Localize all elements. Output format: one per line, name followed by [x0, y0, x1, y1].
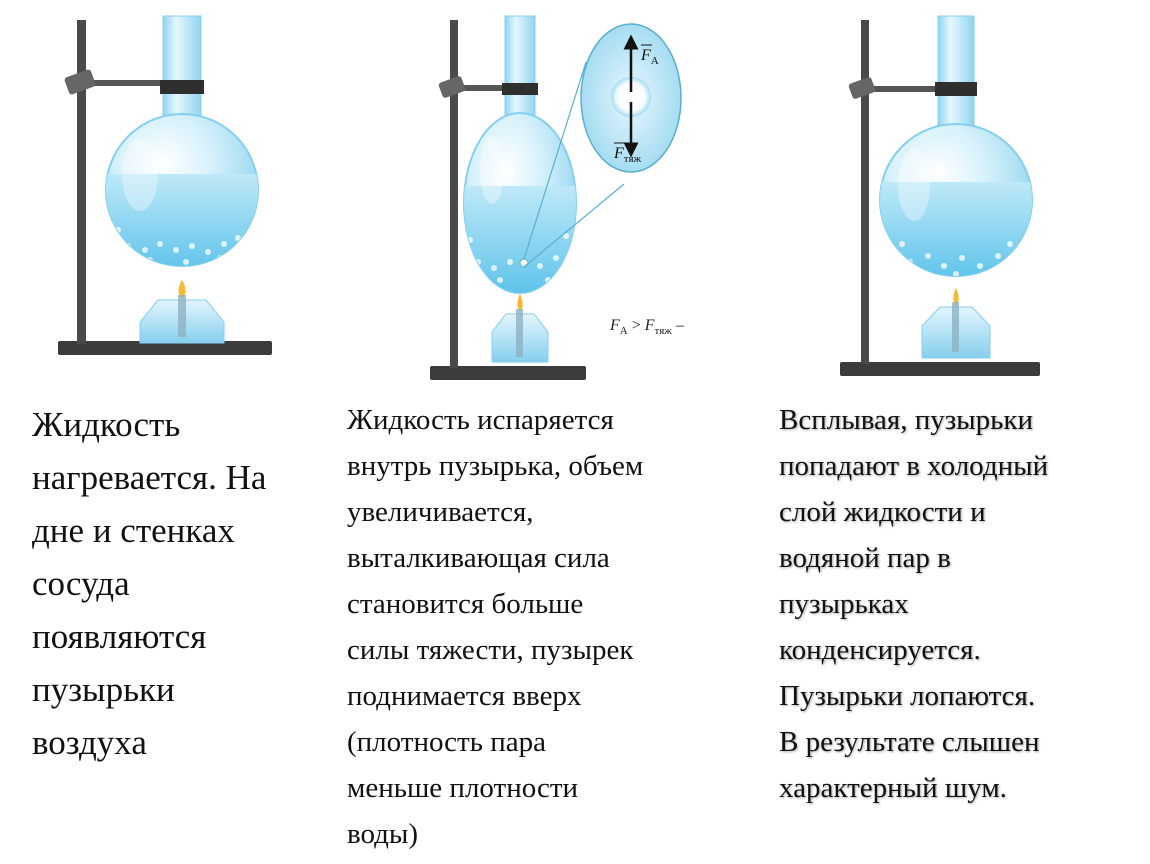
stand-rod — [450, 20, 458, 368]
clamp-arm — [68, 80, 178, 86]
zoom-line-top — [523, 61, 587, 260]
clamp-arm — [442, 85, 532, 91]
caption-line: силы тяжести, пузырек — [347, 634, 634, 666]
caption-line: характерный шум. — [779, 772, 1007, 804]
gravity-force-label: Fтяж — [613, 145, 642, 165]
caption-line: Жидкость испаряется — [347, 404, 614, 436]
caption-heating: Жидкость нагревается. На дне и стенках с… — [32, 398, 332, 769]
caption-line: (плотность пара — [347, 726, 546, 758]
caption-line: воды) — [347, 818, 419, 850]
caption-line: выталкивающая сила — [347, 542, 610, 574]
caption-line: слой жидкости и — [779, 496, 986, 528]
caption-line: поднимается вверх — [347, 680, 582, 712]
caption-line: меньше плотности — [347, 772, 579, 804]
apparatus-1 — [58, 15, 272, 355]
caption-line: становится больше — [347, 588, 584, 620]
caption-line: В результате слышен — [779, 726, 1040, 758]
caption-line: воздуха — [32, 723, 147, 762]
caption-condensation: Всплывая, пузырьки попадают в холодный с… — [779, 397, 1149, 811]
neck-clamp — [160, 80, 204, 94]
caption-line: пузырьках — [779, 588, 909, 620]
clamp-knob — [64, 69, 96, 95]
flask-neck — [162, 15, 202, 127]
caption-line: Пузырьки лопаются. — [779, 680, 1036, 712]
caption-line: водяной пар в — [779, 542, 951, 574]
caption-line: дне и стенках — [32, 511, 235, 550]
caption-bubble-rising: Жидкость испаряется внутрь пузырька, объ… — [347, 397, 757, 857]
buoyant-force-label: FА — [640, 47, 659, 67]
flask-neck — [937, 15, 975, 135]
clamp-knob — [848, 77, 876, 99]
clamp-arm — [852, 86, 962, 92]
bubble-icon — [611, 77, 651, 117]
stand-rod — [861, 20, 869, 364]
caption-line: конденсируется. — [779, 634, 981, 666]
flame — [178, 280, 186, 298]
caption-line: появляются — [32, 617, 207, 656]
bubble-inset: FА Fтяж — [580, 23, 682, 173]
caption-line: Жидкость — [32, 405, 181, 444]
flame — [517, 294, 523, 311]
caption-line: увеличивается, — [347, 496, 534, 528]
caption-line: Всплывая, пузырьки — [779, 404, 1034, 436]
liquid — [464, 186, 576, 293]
apparatus-3 — [840, 15, 1040, 376]
neck-clamp — [502, 83, 538, 95]
caption-line: пузырьки — [32, 670, 175, 709]
neck-clamp — [935, 82, 977, 96]
caption-line: нагревается. На — [32, 458, 267, 497]
zoom-line-bottom — [523, 183, 625, 268]
stand-rod — [77, 20, 86, 344]
caption-line: внутрь пузырька, объем — [347, 450, 644, 482]
caption-line: попадают в холодный — [779, 450, 1049, 482]
caption-line: сосуда — [32, 564, 130, 603]
stand-base — [840, 362, 1040, 376]
stand-base — [430, 366, 586, 380]
bubbles — [899, 241, 1013, 276]
force-relation: FА > Fтяж – — [609, 317, 685, 337]
flame — [953, 288, 959, 305]
experiment-illustration: FА Fтяж FА > Fтяж – — [58, 15, 1040, 380]
stand-base — [58, 341, 272, 355]
apparatus-2: FА Fтяж FА > Fтяж – — [430, 15, 685, 380]
clamp-knob — [438, 76, 466, 98]
